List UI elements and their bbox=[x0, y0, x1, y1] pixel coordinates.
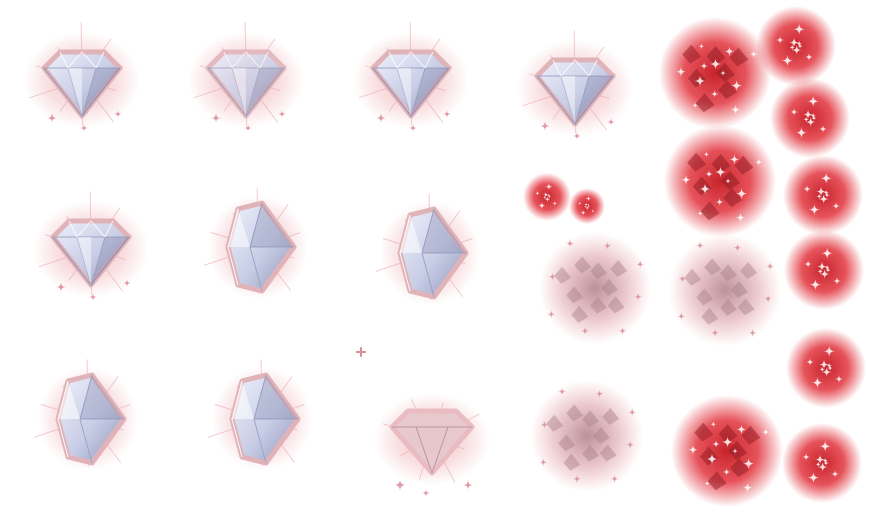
red-burst-icon bbox=[664, 125, 776, 237]
sprite-frame-red-burst-small bbox=[766, 310, 871, 430]
diamond-front-icon bbox=[33, 191, 149, 301]
diamond-front-icon bbox=[517, 30, 633, 140]
diamond-front-icon bbox=[24, 22, 140, 132]
sprite-frame-diamond-front bbox=[31, 191, 151, 311]
sprite-frame-diamond-side bbox=[198, 187, 318, 309]
sprite-frame-red-burst bbox=[655, 15, 775, 135]
red-burst-small-icon bbox=[782, 423, 862, 503]
sprite-frame-red-burst-small bbox=[560, 180, 614, 234]
sprite-frame-diamond-side bbox=[28, 359, 148, 481]
sprite-frame-diamond-side bbox=[370, 193, 490, 315]
diamond-side-icon bbox=[33, 359, 138, 471]
crystal-cloud-icon bbox=[531, 380, 643, 492]
sprite-frame-red-burst bbox=[660, 123, 780, 243]
diamond-side-icon bbox=[375, 193, 480, 305]
diamond-side-icon bbox=[207, 359, 312, 471]
red-burst-small-icon bbox=[786, 328, 866, 408]
red-burst-small-icon bbox=[783, 155, 863, 235]
sprite-frame-crystal-cloud bbox=[535, 230, 655, 350]
sprite-frame-red-burst-small bbox=[736, 0, 856, 108]
sprite-frame-diamond-front bbox=[515, 30, 635, 150]
sprite-frame-diamond-side bbox=[202, 359, 322, 481]
sprite-frame-red-burst-small bbox=[764, 212, 871, 332]
sprite-frame-crystal-cloud bbox=[665, 232, 785, 352]
crystal-cloud-icon bbox=[669, 234, 781, 346]
sprite-frame-crystal-cloud bbox=[527, 378, 647, 498]
sprite-frame-diamond-fade bbox=[372, 381, 492, 501]
red-burst-icon bbox=[671, 395, 783, 507]
diamond-front-dim-icon bbox=[188, 22, 304, 132]
sparkle-icon bbox=[356, 347, 366, 357]
red-burst-small-icon bbox=[770, 78, 850, 158]
sprite-frame-diamond-front bbox=[351, 22, 471, 142]
sprite-frame-red-burst bbox=[667, 393, 787, 513]
red-burst-small-icon bbox=[784, 230, 864, 310]
sprite-frame-diamond-front-dim bbox=[186, 22, 306, 142]
diamond-fade-icon bbox=[374, 393, 490, 497]
sprite-frame-red-burst-small bbox=[762, 405, 871, 525]
red-burst-icon bbox=[659, 17, 771, 129]
diamond-side-icon bbox=[203, 187, 308, 299]
red-burst-small-icon bbox=[569, 188, 605, 225]
diamond-front-icon bbox=[353, 22, 469, 132]
sprite-frame-diamond-front bbox=[22, 22, 142, 142]
crystal-cloud-icon bbox=[539, 232, 651, 344]
sprite-frame-red-burst-small bbox=[511, 162, 583, 234]
red-burst-small-icon bbox=[523, 172, 571, 221]
sprite-frame-red-burst-small bbox=[750, 60, 870, 180]
sprite-frame-red-burst-small bbox=[763, 137, 871, 257]
red-burst-small-icon bbox=[756, 6, 836, 86]
